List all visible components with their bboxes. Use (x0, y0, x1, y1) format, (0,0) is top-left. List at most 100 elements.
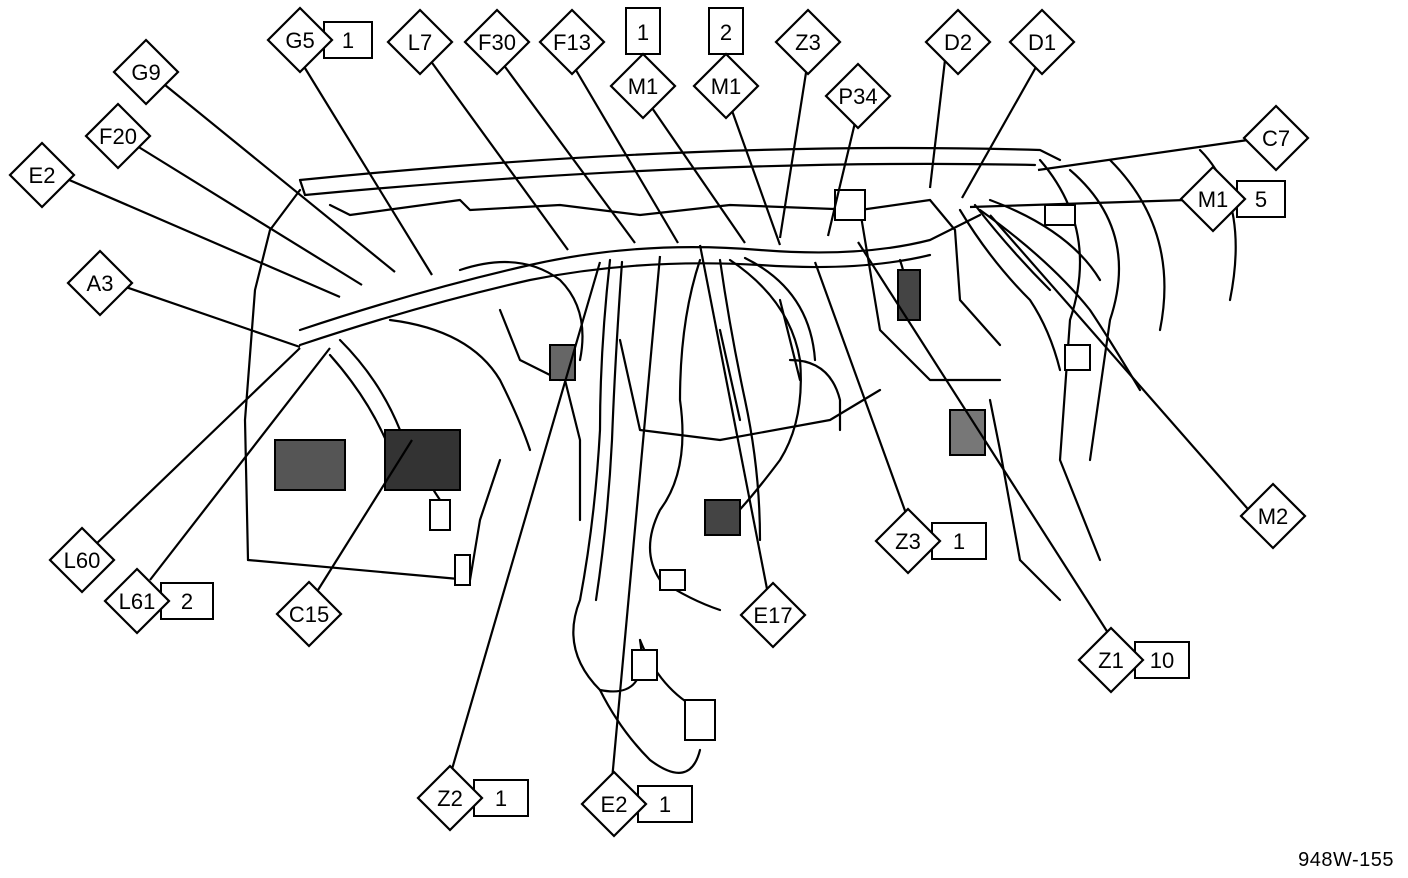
callout-id: F20 (99, 124, 137, 149)
callout-diamond (275, 580, 343, 648)
callout-id: Z2 (437, 786, 463, 811)
callout-diamond (8, 141, 76, 209)
callout-f20[interactable]: F20 (84, 102, 152, 170)
figure-id: 948W-155 (1298, 849, 1394, 871)
leader-line-c7 (1037, 138, 1249, 172)
callout-diamond (1077, 626, 1145, 694)
leader-line-z1 (857, 241, 1111, 637)
leader-line-m1-1 (649, 104, 746, 244)
callout-id: M1 (628, 74, 659, 99)
leader-line-d2 (928, 59, 947, 189)
callout-id: P34 (838, 84, 877, 109)
callout-a3[interactable]: A3 (66, 249, 134, 317)
callout-e17[interactable]: E17 (739, 581, 807, 649)
callout-id: E17 (753, 603, 792, 628)
callout-p34[interactable]: P34 (824, 62, 892, 130)
callout-diamond (48, 526, 116, 594)
callout-id: Z1 (1098, 648, 1124, 673)
leader-line-l61 (149, 347, 331, 581)
callout-id: L60 (64, 548, 101, 573)
callout-diamond (580, 770, 648, 838)
callout-m1-5[interactable]: 5 M1 (1179, 165, 1286, 233)
callout-diamond (463, 8, 531, 76)
callout-count: 2 (720, 20, 732, 45)
callout-m1-2[interactable]: 2 M1 (692, 7, 760, 120)
callout-m2[interactable]: M2 (1239, 482, 1307, 550)
leader-line-f30 (499, 59, 636, 244)
callout-id: D1 (1028, 30, 1056, 55)
callout-l61[interactable]: 2 L61 (103, 567, 214, 635)
callout-diamond (1242, 104, 1310, 172)
callout-id: G9 (131, 60, 160, 85)
connector-blocks (274, 189, 1091, 741)
callout-diamond (824, 62, 892, 130)
callout-id: G5 (285, 28, 314, 53)
callout-id: E2 (29, 163, 56, 188)
callout-diamond (692, 52, 760, 120)
callout-count: 5 (1255, 187, 1267, 212)
leader-line-l60 (94, 347, 301, 546)
callout-e2-bottom[interactable]: 1 E2 (580, 770, 693, 838)
leader-line-g9 (164, 84, 396, 273)
callout-l60[interactable]: L60 (48, 526, 116, 594)
callout-count: 1 (953, 529, 965, 554)
callout-count: 10 (1150, 648, 1174, 673)
callout-id: C15 (289, 602, 329, 627)
callout-m1-1[interactable]: 1 M1 (609, 7, 677, 120)
callout-diamond (66, 249, 134, 317)
leader-line-a3 (119, 283, 301, 349)
leader-line-l7 (429, 59, 569, 251)
callout-diamond (1008, 8, 1076, 76)
callout-diamond (386, 8, 454, 76)
callout-id: Z3 (895, 529, 921, 554)
callout-id: L7 (408, 30, 432, 55)
callout-z3-top[interactable]: Z3 (774, 8, 842, 76)
callout-diamond (1179, 165, 1247, 233)
leader-line-e2-bottom (610, 255, 662, 781)
callout-f30[interactable]: F30 (463, 8, 531, 76)
callout-id: D2 (944, 30, 972, 55)
callout-diamond (609, 52, 677, 120)
callout-count: 1 (637, 20, 649, 45)
leader-line-z3-top (778, 59, 810, 239)
callout-z3-bottom[interactable]: 1 Z3 (874, 507, 987, 575)
callout-id: A3 (87, 271, 114, 296)
callout-id: E2 (601, 792, 628, 817)
callout-diamond (538, 8, 606, 76)
leader-line-f20 (136, 145, 363, 286)
leader-lines (59, 59, 1255, 781)
callout-c7[interactable]: C7 (1242, 104, 1310, 172)
callout-id: C7 (1262, 126, 1290, 151)
leader-line-m1-2 (728, 104, 782, 246)
callout-z1[interactable]: 10 Z1 (1077, 626, 1190, 694)
callout-e2-top[interactable]: E2 (8, 141, 76, 209)
leader-line-e2-top (59, 174, 341, 299)
callout-count: 1 (495, 786, 507, 811)
callout-id: L61 (119, 589, 156, 614)
callout-diamond (774, 8, 842, 76)
callout-diamond (266, 6, 334, 74)
leader-line-p34 (826, 109, 860, 237)
callout-diamond (103, 567, 171, 635)
callout-z2[interactable]: 1 Z2 (416, 764, 529, 832)
callout-id: M1 (1198, 187, 1229, 212)
callout-f13[interactable]: F13 (538, 8, 606, 76)
callout-l7[interactable]: L7 (386, 8, 454, 76)
leader-line-c15 (317, 439, 413, 591)
callout-count: 1 (659, 792, 671, 817)
callout-g5[interactable]: 1 G5 (266, 6, 373, 74)
leader-line-m1-5 (969, 198, 1187, 209)
leader-line-m2 (989, 214, 1255, 517)
callout-diamond (112, 38, 180, 106)
callout-d1[interactable]: D1 (1008, 8, 1076, 76)
leader-line-e17 (698, 244, 770, 595)
callout-d2[interactable]: D2 (924, 8, 992, 76)
callout-c15[interactable]: C15 (275, 580, 343, 648)
leader-line-g5 (299, 59, 433, 276)
callout-count: 1 (342, 28, 354, 53)
callout-diamond (416, 764, 484, 832)
leader-line-z3-bottom (813, 261, 910, 520)
callout-g9[interactable]: G9 (112, 38, 180, 106)
callout-id: F30 (478, 30, 516, 55)
callout-id: M1 (711, 74, 742, 99)
